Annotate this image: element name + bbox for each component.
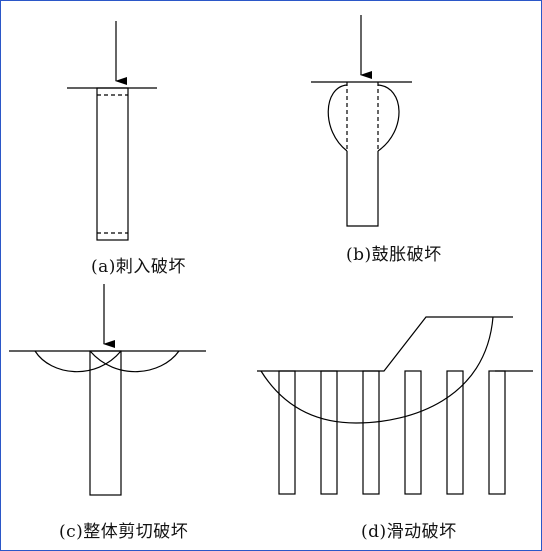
pile-d-2	[320, 370, 338, 495]
pile-d-4	[404, 370, 422, 495]
pile-a	[96, 87, 129, 241]
pile-d-3	[362, 370, 380, 495]
slope-surface-d	[257, 316, 513, 372]
pile-d-6	[488, 370, 506, 495]
panel-c-general-shear	[9, 284, 206, 496]
bulge-right-b	[377, 84, 400, 152]
panel-d-sliding	[257, 316, 533, 495]
shear-surface-left-c	[34, 350, 122, 373]
shear-surface-right-c	[89, 350, 180, 373]
pile-c	[89, 350, 122, 496]
caption-a: (a)刺入破坏	[91, 257, 186, 277]
pile-d-5	[446, 370, 464, 495]
panel-a-puncture	[67, 21, 157, 241]
slip-circle-d	[260, 316, 494, 424]
caption-c: (c)整体剪切破坏	[59, 522, 189, 542]
caption-b: (b)鼓胀破坏	[346, 245, 442, 265]
pile-d-1	[278, 370, 296, 495]
bulge-left-b	[327, 84, 348, 152]
caption-d: (d)滑动破坏	[361, 522, 457, 542]
pile-lower-b	[346, 151, 379, 227]
panel-b-bulging	[311, 15, 412, 227]
